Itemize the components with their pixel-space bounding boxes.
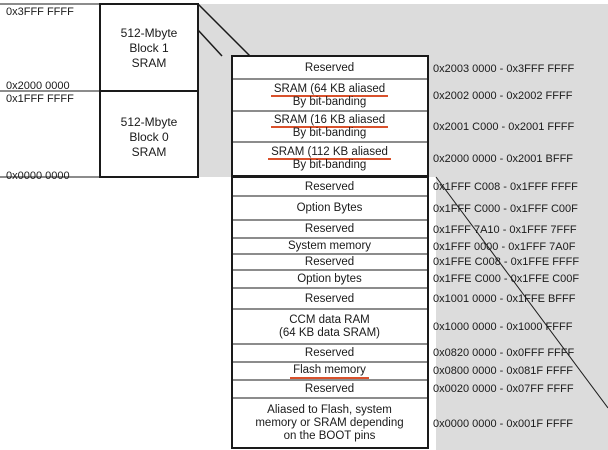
range-code-reserved-6: 0x0020 0000 - 0x07FF FFFF: [433, 383, 574, 395]
range-code-reserved-1: 0x1FFF C008 - 0x1FFF FFFF: [433, 181, 578, 193]
code-row-option-bytes-1: Option Bytes: [296, 202, 363, 214]
range-sram-64kb: 0x2002 0000 - 0x2002 FFFF: [433, 90, 573, 102]
code-row-flash-memory: Flash memory: [233, 363, 426, 380]
addr-mid-upper: 0x2000 0000: [6, 80, 70, 92]
code-row-reserved-1: Reserved: [304, 180, 355, 193]
zoom-line-upper: [197, 3, 251, 57]
range-sram-reserved: 0x2003 0000 - 0x3FFF FFFF: [433, 63, 575, 75]
range-code-flash-memory: 0x0800 0000 - 0x081F FFFF: [433, 365, 574, 377]
code-row-reserved-4: Reserved: [304, 292, 355, 305]
sram-region-box: [231, 55, 429, 177]
range-code-reserved-4: 0x1001 0000 - 0x1FFE BFFF: [433, 293, 576, 305]
range-code-reserved-3: 0x1FFE C008 - 0x1FFE FFFF: [433, 256, 580, 268]
block-1-label: 512-Mbyte Block 1 SRAM: [120, 26, 178, 70]
range-code-option-bytes-2: 0x1FFE C000 - 0x1FFE C00F: [433, 273, 580, 285]
zoom-line-upper-b: [197, 29, 223, 57]
range-code-option-bytes-1: 0x1FFF C000 - 0x1FFF C00F: [433, 203, 578, 215]
row-dividers: [232, 78, 428, 399]
code-row-system-memory: System memory: [287, 240, 372, 252]
addr-bottom: 0x0000 0000: [6, 170, 70, 182]
range-code-ccm-ram: 0x1000 0000 - 0x1000 FFFF: [433, 321, 573, 333]
block-0-label: 512-Mbyte Block 0 SRAM: [120, 115, 178, 159]
block-0-box: [99, 90, 199, 178]
code-row-option-bytes-2: Option bytes: [297, 273, 362, 285]
range-sram-16kb: 0x2001 C000 - 0x2001 FFFF: [433, 121, 575, 133]
range-sram-112kb: 0x2000 0000 - 0x2001 BFFF: [433, 153, 574, 165]
range-code-reserved-5: 0x0820 0000 - 0x0FFF FFFF: [433, 347, 575, 359]
zoom-line-lower: [435, 176, 608, 409]
code-row-reserved-2: Reserved: [304, 223, 355, 235]
range-code-system-memory: 0x1FFF 0000 - 0x1FFF 7A0F: [433, 241, 576, 253]
code-row-ccm-ram: CCM data RAM(64 KB data SRAM): [279, 314, 380, 339]
code-row-reserved-3: Reserved: [304, 256, 355, 268]
range-code-reserved-2: 0x1FFF 7A10 - 0x1FFF 7FFF: [433, 224, 577, 236]
code-row-reserved-6: Reserved: [304, 383, 355, 395]
addr-mid-lower: 0x1FFF FFFF: [6, 93, 74, 105]
range-code-aliased-boot: 0x0000 0000 - 0x001F FFFF: [433, 418, 574, 430]
addr-top: 0x3FFF FFFF: [6, 6, 74, 18]
sram-row-reserved: Reserved: [304, 62, 355, 74]
code-region-box: [231, 176, 429, 449]
code-row-reserved-5: Reserved: [304, 347, 355, 359]
